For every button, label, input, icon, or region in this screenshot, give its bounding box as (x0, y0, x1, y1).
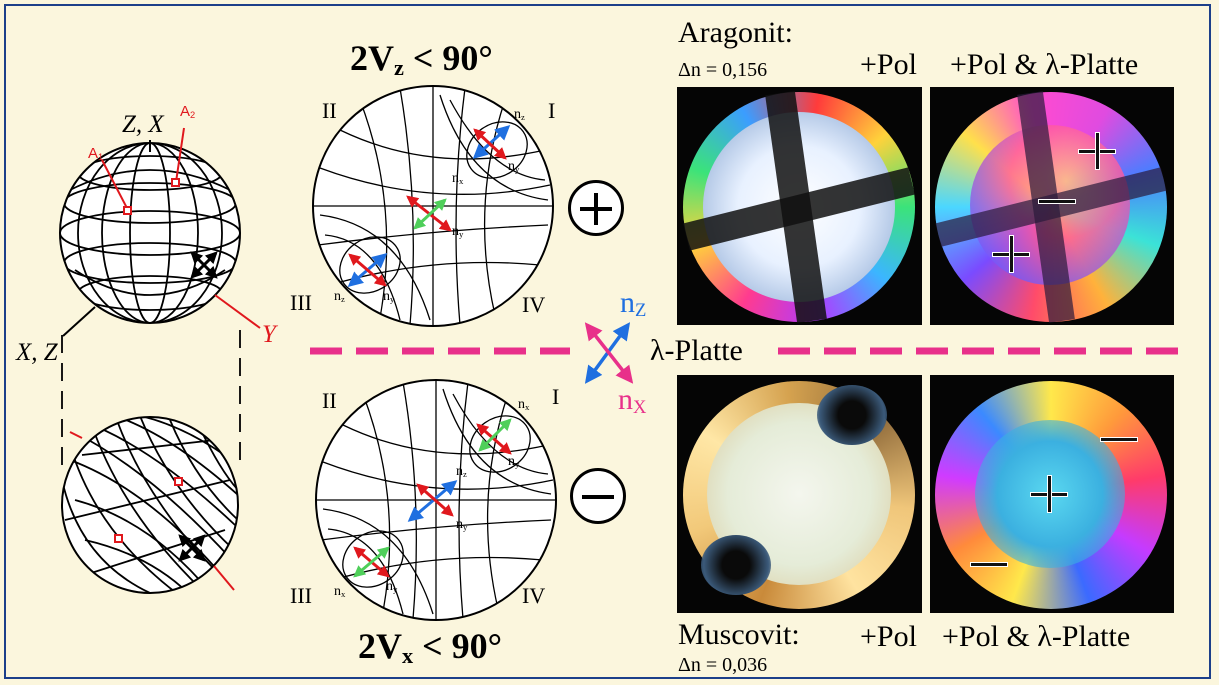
plus-sign-icon (992, 235, 1030, 273)
lower-ny-label-3: ny (386, 579, 398, 594)
lower-nz-label: nz (456, 464, 467, 479)
muscovit-col1-label: +Pol (860, 620, 917, 653)
plus-sign-icon (1078, 132, 1116, 170)
aragonit-name: Aragonit: (678, 16, 793, 49)
upper-nz-label-2: nz (334, 289, 345, 304)
bottom-sphere (61, 416, 239, 594)
lower-quadrant-II: II (322, 388, 337, 413)
positive-sign-icon (568, 180, 624, 236)
muscovit-pol-image (677, 375, 922, 613)
top-sphere-optic-axes (101, 127, 261, 329)
aragonit-col1-label: +Pol (860, 48, 917, 81)
axis-label-left: X, Z (16, 339, 58, 366)
minus-sign-icon (1038, 182, 1076, 220)
axis-label-right: Y (262, 321, 276, 348)
upper-ny-label-1: ny (508, 159, 520, 174)
figure-frame (4, 4, 1211, 679)
minus-sign-icon (970, 545, 1008, 583)
aragonit-lambda-image (930, 87, 1174, 325)
optic-axis-a1-label: A1 (88, 145, 104, 163)
upper-stereonet (312, 85, 554, 327)
aragonit-dn: Δn = 0,156 (678, 59, 768, 81)
optic-axis-a2-label: A2 (180, 103, 196, 121)
muscovit-name: Muscovit: (678, 618, 800, 651)
aragonit-pol-image (677, 87, 922, 325)
muscovit-lambda-image (930, 375, 1174, 613)
lambda-plate-label: λ-Platte (650, 334, 743, 367)
axis-label-top: Z, X (122, 111, 164, 138)
upper-title: 2Vz < 90° (350, 38, 493, 80)
upper-quadrant-IV: IV (522, 292, 546, 317)
top-sphere (59, 140, 241, 337)
lower-quadrant-I: I (552, 384, 560, 409)
nx-label: nX (618, 383, 647, 419)
minus-sign-icon (1100, 420, 1138, 458)
muscovit-col2-label: +Pol & λ-Platte (942, 620, 1131, 653)
plus-sign-icon (1030, 475, 1068, 513)
upper-ny-label-3: ny (383, 289, 395, 304)
upper-quadrant-II: II (322, 98, 337, 123)
upper-quadrant-III: III (290, 290, 312, 315)
upper-ny-label-2: ny (452, 224, 464, 239)
nz-label: nZ (620, 286, 647, 322)
upper-nx-label: nx (452, 171, 464, 186)
lambda-plate-cross (584, 322, 634, 384)
lower-quadrant-III: III (290, 583, 312, 608)
sphere-connectors (61, 330, 241, 470)
negative-sign-icon (570, 468, 626, 524)
lower-nx-label: nx (518, 397, 530, 412)
upper-nz-label: nz (514, 107, 525, 122)
lower-title: 2Vx < 90° (358, 626, 503, 668)
muscovit-dn: Δn = 0,036 (678, 654, 768, 676)
lower-nx-label-2: nx (334, 584, 346, 599)
lower-ny-label-2: ny (456, 517, 468, 532)
aragonit-col2-label: +Pol & λ-Platte (950, 48, 1139, 81)
lower-stereonet (315, 379, 557, 621)
lower-quadrant-IV: IV (522, 583, 546, 608)
upper-quadrant-I: I (548, 98, 556, 123)
lower-ny-label-1: ny (508, 454, 520, 469)
